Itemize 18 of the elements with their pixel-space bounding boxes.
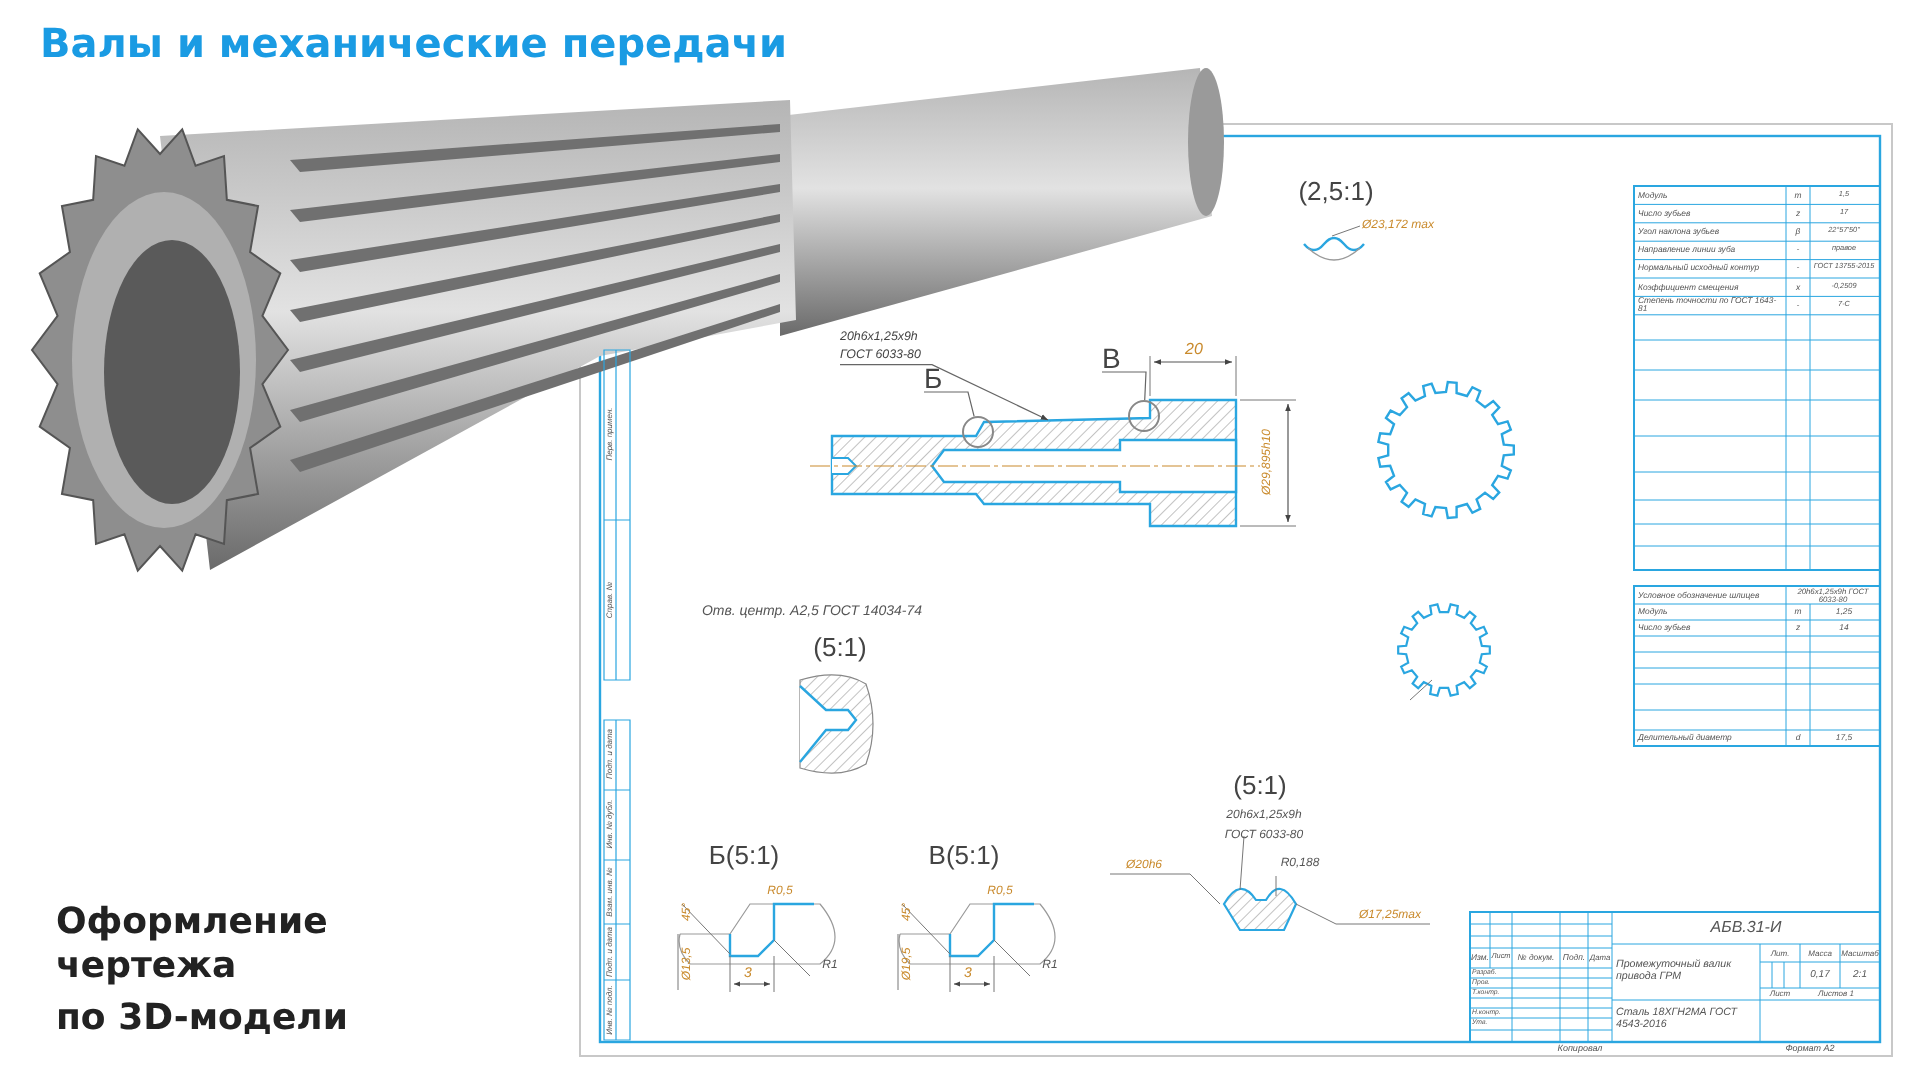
leader-line [839,364,1049,421]
subtitle-text: Оформление [56,905,328,943]
callout-letter: Б [924,364,943,392]
page-title: Валы и механические передачи [40,23,787,65]
subtitle-text: чертежа [56,949,237,987]
leader-line [923,391,975,418]
leader-line [1101,371,1147,401]
view-scale-label: (2,5:1) [1298,178,1374,206]
view-scale-label: В(5:1) [928,842,1000,870]
title-block-text: АБВ.31-И [1710,919,1782,937]
dimension-text: 20 [1185,341,1203,359]
detail-circle [962,416,994,448]
view-scale-label: Б(5:1) [708,842,780,870]
detail-circle [1128,400,1160,432]
callout-letter: В [1102,344,1121,372]
view-scale-label: (5:1) [1233,772,1287,800]
subtitle-text: по 3D-модели [56,1001,348,1039]
view-scale-label: (5:1) [813,634,867,662]
